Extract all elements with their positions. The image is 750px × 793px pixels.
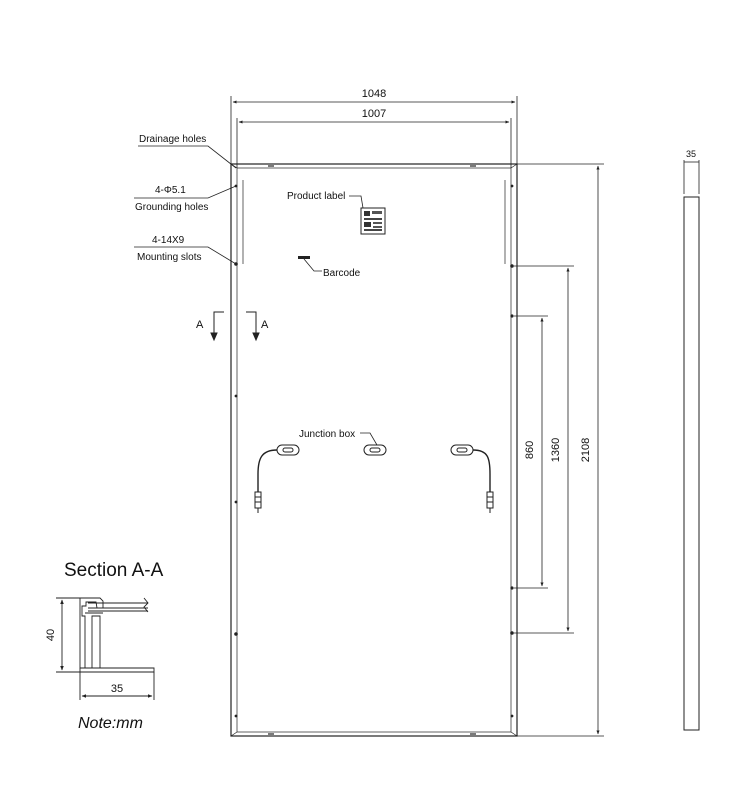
junction-box-label: Junction box (299, 429, 355, 440)
callout-leaders (134, 145, 378, 446)
junction-boxes (254, 444, 494, 513)
drainage-hole-marks (268, 165, 476, 735)
dim-thickness: 35 (686, 149, 696, 159)
barcode-label: Barcode (323, 268, 361, 279)
product-label-graphic (360, 207, 386, 235)
panel-back-view (230, 163, 518, 737)
section-marker-right: A (261, 319, 269, 331)
mounting-count-label: 4-14X9 (152, 235, 185, 246)
section-profile (56, 597, 155, 700)
barcode-graphic (298, 256, 310, 259)
dim-1360: 1360 (550, 438, 562, 462)
dimension-lines (230, 96, 604, 737)
mounting-slots-label: Mounting slots (137, 252, 201, 263)
product-label-text: Product label (287, 191, 345, 202)
frame-holes (234, 184, 514, 718)
section-width-dim: 35 (111, 683, 123, 695)
dim-860: 860 (524, 441, 536, 459)
drainage-holes-label: Drainage holes (139, 134, 206, 145)
section-title: Section A-A (64, 560, 164, 581)
dim-overall-width: 1048 (362, 88, 386, 100)
side-view (683, 160, 700, 731)
section-marker-left: A (196, 319, 204, 331)
dim-inner-width: 1007 (362, 108, 386, 120)
section-height-dim: 40 (45, 629, 57, 641)
grounding-holes-label: Grounding holes (135, 202, 208, 213)
units-note: Note:mm (78, 715, 143, 732)
grounding-count-label: 4-Φ5.1 (155, 185, 186, 196)
dim-height: 2108 (580, 438, 592, 462)
section-cut-marks (210, 311, 260, 342)
